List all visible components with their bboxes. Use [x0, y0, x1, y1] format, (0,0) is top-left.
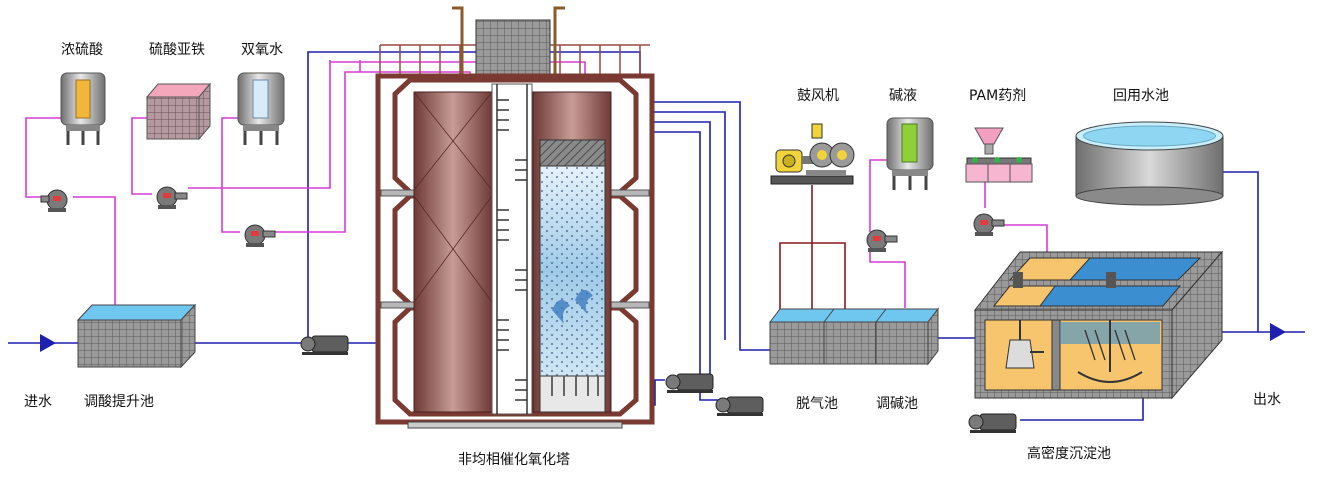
degas-alkali-tanks	[768, 307, 940, 366]
conc-sulfuric-label: 浓硫酸	[61, 42, 103, 58]
hydrogen-peroxide-label: 双氧水	[241, 42, 283, 58]
inlet-arrow-icon	[40, 334, 56, 352]
pump-icon	[968, 413, 1017, 433]
blower-icon	[770, 123, 855, 185]
inlet-label: 进水	[24, 394, 52, 410]
pam-label: PAM药剂	[969, 88, 1026, 104]
pump-icon	[715, 396, 764, 416]
tank-icon	[60, 72, 106, 145]
tower-label: 非均相催化氧化塔	[458, 452, 570, 468]
air-lines	[779, 185, 846, 312]
blower-label: 鼓风机	[797, 88, 839, 104]
tank-icon	[145, 82, 212, 141]
pump-icon	[300, 335, 349, 355]
pump-icon	[244, 224, 276, 247]
chemical-lines	[25, 60, 1048, 308]
outlet-label: 出水	[1253, 392, 1281, 408]
sedimentation-label: 高密度沉淀池	[1027, 445, 1111, 462]
pump-icon	[156, 186, 188, 209]
mixer-icon	[965, 127, 1033, 183]
sedimentation-tank	[973, 250, 1224, 400]
pump-icon	[973, 213, 1005, 236]
tank-icon	[237, 72, 285, 145]
pump-icon	[665, 373, 714, 393]
outlet-arrow-icon	[1270, 323, 1286, 341]
ferrous-sulfate-label: 硫酸亚铁	[149, 42, 205, 58]
pump-icon	[40, 189, 68, 212]
alkali-label: 碱液	[889, 88, 917, 104]
reuse-pool	[1075, 121, 1224, 206]
acid-lift-tank-label: 调酸提升池	[84, 394, 154, 410]
degas-tank-label: 脱气池	[796, 396, 838, 412]
reuse-pool-label: 回用水池	[1113, 88, 1169, 104]
catalytic-oxidation-tower	[375, 6, 655, 429]
tank-icon	[886, 117, 934, 190]
pump-icon	[866, 229, 898, 252]
acid-lift-tank	[76, 303, 197, 369]
water-lines	[8, 51, 1305, 421]
alkali-tank-label: 调碱池	[876, 396, 918, 412]
